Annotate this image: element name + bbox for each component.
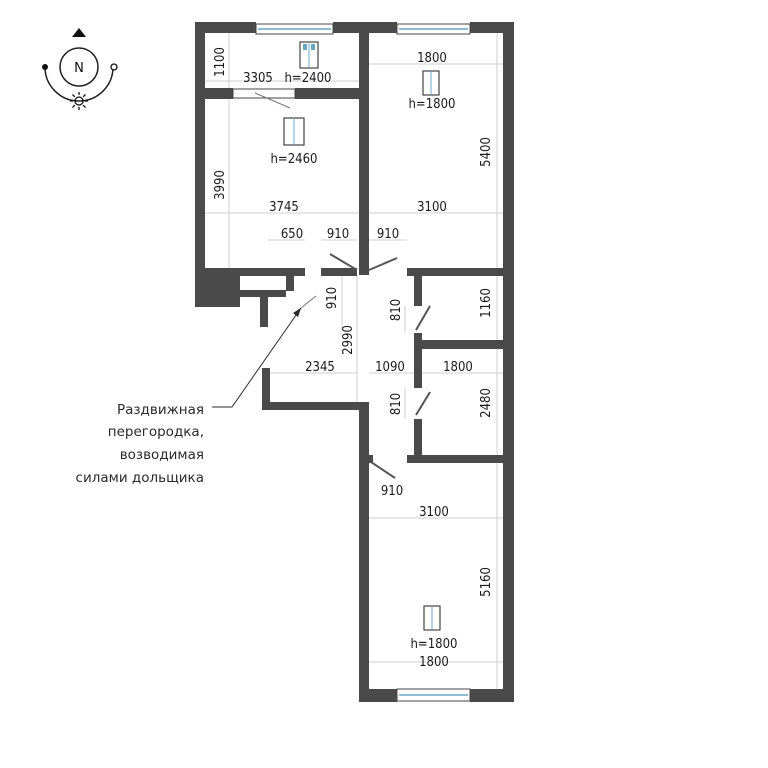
note-line-4: силами дольщика: [76, 470, 204, 486]
doors: [295, 253, 431, 479]
height-1800-bottom: h=1800: [411, 637, 458, 652]
dim-910-c: 910: [325, 287, 340, 309]
balcony-door: [232, 88, 296, 109]
dim-1800-top: 1800: [417, 51, 447, 66]
dim-1800-mid: 1800: [443, 360, 473, 375]
sun-icon: [70, 92, 88, 110]
dim-1160: 1160: [479, 288, 494, 318]
note-arrowhead: [293, 308, 301, 317]
window-bottom: [396, 688, 471, 702]
note-line-1: Раздвижная: [117, 402, 204, 418]
compass-ring: [59, 47, 99, 87]
dim-910-d: 910: [381, 484, 403, 499]
window-symbol-balcony: [299, 41, 319, 69]
dim-1800-bottom: 1800: [419, 655, 449, 670]
dim-910-b: 910: [377, 227, 399, 242]
compass-arc-icon: [44, 66, 114, 102]
compass-right-dot: [110, 63, 118, 71]
dim-1090: 1090: [375, 360, 405, 375]
compass-north-label: N: [74, 61, 84, 76]
dim-5160: 5160: [479, 567, 494, 597]
compass-left-dot: [42, 64, 48, 70]
note-line-2: перегородка,: [108, 424, 204, 440]
dim-910-a: 910: [327, 227, 349, 242]
dim-5400: 5400: [479, 137, 494, 167]
dim-810-b: 810: [389, 393, 404, 415]
dim-3100-top: 3100: [417, 200, 447, 215]
dim-3100-bottom: 3100: [419, 505, 449, 520]
window-top-left: [255, 23, 334, 35]
dim-3305: 3305: [243, 71, 273, 86]
window-symbol-bedroom-left: [283, 117, 305, 146]
sliding-partition-note: Раздвижная перегородка, возводимая силам…: [76, 307, 302, 486]
walls: [195, 22, 514, 702]
dimension-lines: [205, 33, 503, 689]
window-symbol-bedroom-right: [422, 70, 440, 96]
dim-1100: 1100: [213, 47, 228, 77]
dim-2345: 2345: [305, 360, 335, 375]
dim-2990: 2990: [341, 325, 356, 355]
window-top-right: [396, 23, 471, 35]
window-symbol-bottom-room: [423, 605, 441, 631]
dim-3745: 3745: [269, 200, 299, 215]
note-line-3: возводимая: [120, 447, 204, 463]
note-leader-line: [212, 307, 302, 408]
height-2460: h=2460: [271, 152, 318, 167]
dim-2480: 2480: [479, 388, 494, 418]
north-arrow-icon: [72, 28, 86, 37]
height-1800-top: h=1800: [409, 97, 456, 112]
dim-650: 650: [281, 227, 303, 242]
height-2400: h=2400: [285, 71, 332, 86]
dimension-labels: 1100 3305 h=2400 1800 h=1800 h=2460 5400…: [213, 47, 494, 670]
compass: N: [42, 28, 118, 110]
dim-3990: 3990: [213, 170, 228, 200]
dim-810-a: 810: [389, 299, 404, 321]
